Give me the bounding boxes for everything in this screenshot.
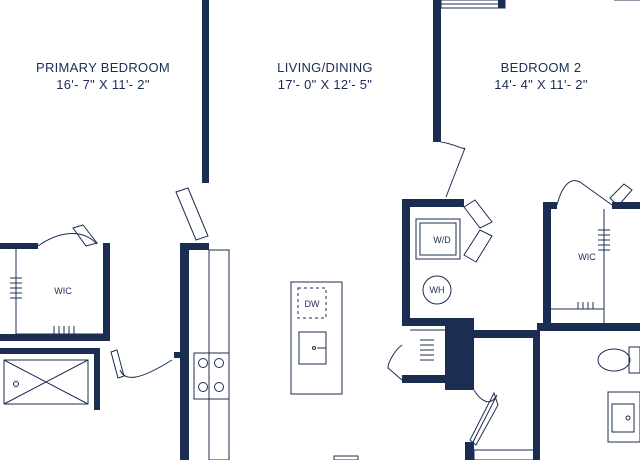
dishwasher [297, 287, 327, 319]
wall-wic-left-top [0, 243, 38, 249]
door-closet [387, 344, 403, 381]
door-bath-left-swing [119, 359, 173, 378]
doors [37, 141, 633, 446]
wall-wic-right-left [543, 202, 551, 330]
kitchen-counter [208, 249, 230, 460]
wall-wic-right-top-r [612, 202, 640, 209]
closet-shelving [10, 209, 610, 361]
wall-laundry-bottom [402, 318, 450, 326]
shelf-marks-wic-left-horizontal [53, 326, 75, 334]
living-dining-name: LIVING/DINING [277, 60, 373, 75]
door-wic-right [556, 180, 613, 206]
wall-right-bath-left [474, 330, 540, 338]
toilet-tank [628, 346, 640, 374]
wall-bath-right [94, 348, 100, 410]
cooktop [193, 352, 230, 400]
door-right-bath [472, 389, 498, 443]
kitchen-island [290, 281, 343, 395]
shelf-marks-wic-right-horizontal [577, 302, 594, 309]
wall-center-cap [180, 243, 209, 250]
dishwasher-label: DW [305, 299, 320, 309]
primary-bedroom-label: PRIMARY BEDROOM 16'- 7" X 11'- 2" [36, 60, 170, 92]
shelf-marks-closet [420, 339, 434, 361]
wall-wic-left-right [103, 243, 110, 341]
door-primary-to-living [175, 187, 209, 241]
wall-center-lower [180, 243, 189, 460]
living-dining-label: LIVING/DINING 17'- 0" X 12'- 5" [277, 60, 373, 92]
shelf-marks-wic-left-vertical [10, 277, 22, 299]
primary-bedroom-name: PRIMARY BEDROOM [36, 60, 170, 75]
shelf-marks-wic-right-vertical [598, 229, 610, 251]
wall-laundry-left [402, 199, 410, 325]
wall-upper-center [202, 0, 209, 183]
door-laundry-bottom [463, 229, 493, 263]
toilet-bowl [597, 348, 631, 372]
fixtures: WIC WIC W/D WH DW [3, 218, 640, 460]
primary-bedroom-dims: 16'- 7" X 11'- 2" [56, 77, 150, 92]
wic-left-label: WIC [54, 286, 72, 296]
wall-bath-right-top [537, 323, 640, 331]
wall-laundry-top [402, 199, 464, 207]
vanity [607, 391, 640, 443]
washer-dryer [415, 218, 461, 260]
wall-right-bath-side [533, 330, 540, 460]
wall-closet-bottom [402, 375, 474, 383]
water-heater [422, 275, 452, 305]
wall-bath-door-stub [174, 352, 189, 358]
wall-wic-left-bottom [0, 334, 110, 341]
living-dining-dims: 17'- 0" X 12'- 5" [278, 77, 373, 92]
door-bedroom2-swing [440, 141, 466, 198]
wic-right-label: WIC [578, 252, 596, 262]
bedroom-2-label: BEDROOM 2 14'- 4" X 11'- 2" [494, 60, 588, 92]
door-laundry-top [463, 199, 493, 229]
wall-bottom-stub [465, 442, 474, 460]
bedroom-2-dims: 14'- 4" X 11'- 2" [494, 77, 588, 92]
washer-dryer-label: W/D [433, 235, 451, 245]
bedroom-2-name: BEDROOM 2 [501, 60, 582, 75]
water-heater-label: WH [430, 285, 445, 295]
wall-upper-right [433, 0, 441, 142]
shower [3, 359, 89, 405]
wall-wic-right-top [543, 202, 557, 209]
door-wic-left [37, 232, 98, 247]
wall-bath-top [0, 348, 100, 354]
